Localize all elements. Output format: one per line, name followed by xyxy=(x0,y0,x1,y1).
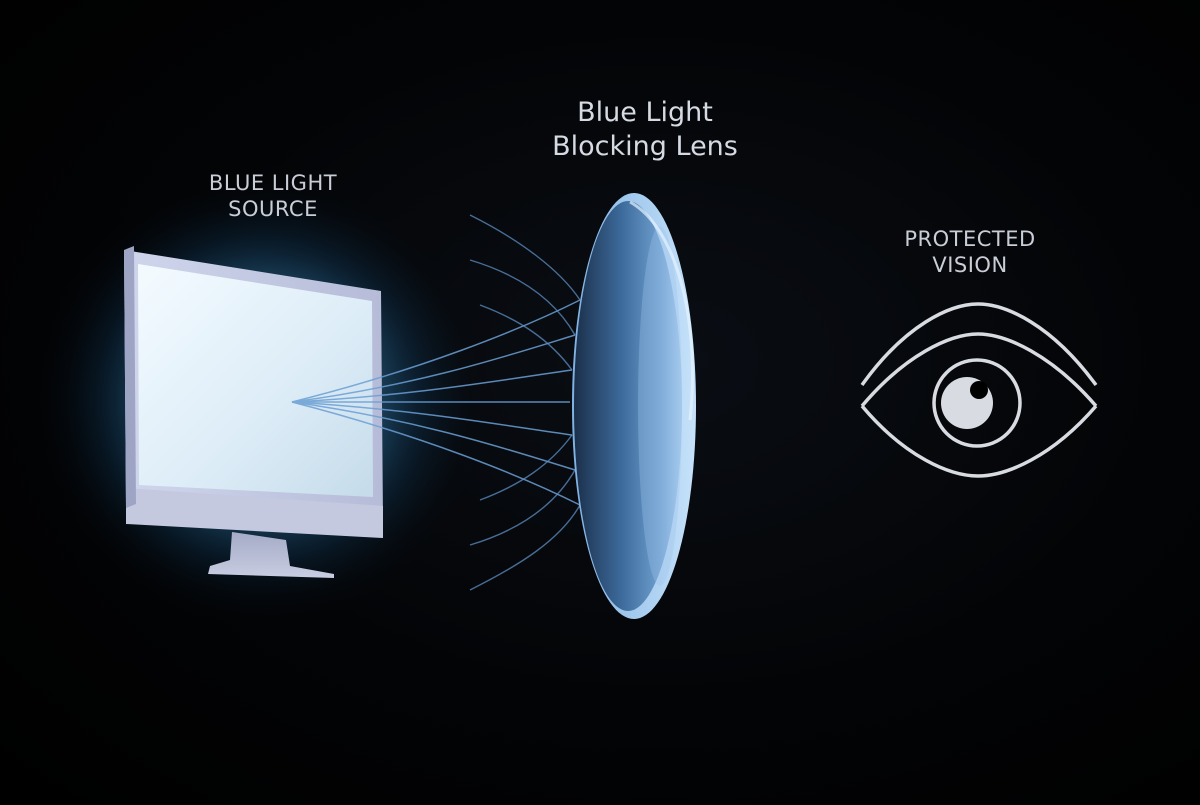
lens-label: Blue Light Blocking Lens xyxy=(520,96,770,164)
blue-light-rays xyxy=(291,299,581,506)
vision-label-line1: PROTECTED xyxy=(904,227,1036,251)
source-label-line1: BLUE LIGHT xyxy=(208,171,338,195)
source-label-line2: SOURCE xyxy=(228,197,318,222)
vision-label-line2: VISION xyxy=(932,253,1008,278)
deflected-rays xyxy=(469,214,581,591)
lens-label-line1: Blue Light xyxy=(577,97,713,128)
source-label: BLUE LIGHT SOURCE xyxy=(173,170,373,223)
vision-label: PROTECTED VISION xyxy=(868,226,1072,279)
eye-icon xyxy=(860,302,1098,478)
monitor-icon xyxy=(124,246,383,578)
lens-label-line2: Blocking Lens xyxy=(552,130,738,162)
lens-icon xyxy=(572,193,696,619)
